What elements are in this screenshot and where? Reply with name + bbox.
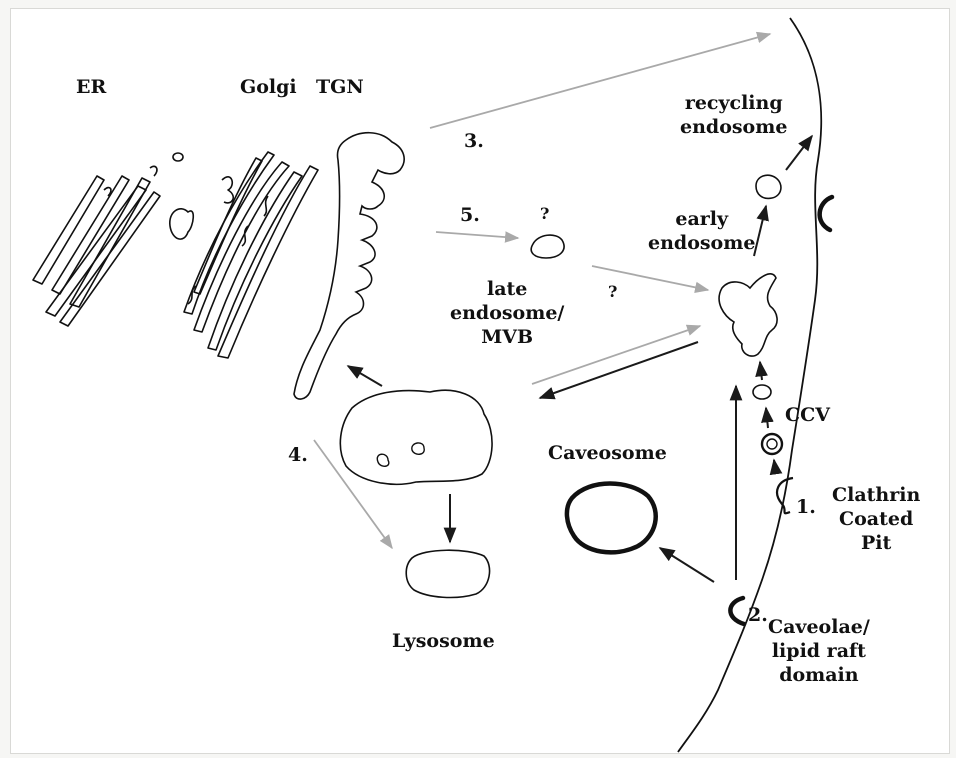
label-er: ER <box>76 76 106 100</box>
er-structure <box>33 166 160 326</box>
tgn-structure <box>294 133 404 399</box>
unknown-vesicle <box>531 235 564 258</box>
unknown-marker-lower: ? <box>608 282 617 302</box>
arrow-ccv-to-early-endosome <box>760 362 762 380</box>
arrow-caveolae-to-caveosome <box>660 548 714 582</box>
lysosome-shape <box>406 550 489 597</box>
label-recycling-endosome: recycling endosome <box>680 92 787 140</box>
unknown-marker-upper: ? <box>540 204 549 224</box>
membrane-pit-upper <box>820 197 832 230</box>
label-late-endosome-mvb: late endosome/ MVB <box>450 278 564 349</box>
early-endosome-shape <box>719 274 777 356</box>
label-clathrin-coated-pit: Clathrin Coated Pit <box>832 484 920 555</box>
label-lysosome: Lysosome <box>392 630 495 654</box>
arrow-ccv-to-ccv <box>766 408 768 428</box>
recycling-endosome-vesicle <box>756 175 781 198</box>
label-caveosome: Caveosome <box>548 442 667 466</box>
label-tgn: TGN <box>316 76 364 100</box>
label-golgi: Golgi <box>240 76 297 100</box>
label-ccv: CCV <box>785 404 830 428</box>
pathway-number-1: 1. <box>796 496 816 520</box>
pathway-number-5: 5. <box>460 204 480 228</box>
pathway-number-2: 2. <box>748 604 768 628</box>
arrow-late-endosome-to-tgn <box>348 366 382 386</box>
late-endosome-mvb-shape <box>340 390 492 484</box>
caveosome-shape <box>567 484 656 553</box>
pathway-number-4: 4. <box>288 444 308 468</box>
golgi-stack <box>170 152 318 358</box>
pathway-number-3: 3. <box>464 130 484 154</box>
arrow-recycling-to-membrane <box>786 136 812 170</box>
arrow-early-to-late-endosome <box>540 342 698 398</box>
arrow-early-to-recycling-endosome <box>754 206 766 256</box>
label-caveolae-lipid-raft: Caveolae/ lipid raft domain <box>768 616 870 687</box>
label-early-endosome: early endosome <box>648 208 755 256</box>
arrow-pit-to-ccv <box>774 460 776 474</box>
arrow-tgn-to-vesicle <box>436 232 518 238</box>
caveolae-pit <box>730 598 744 624</box>
